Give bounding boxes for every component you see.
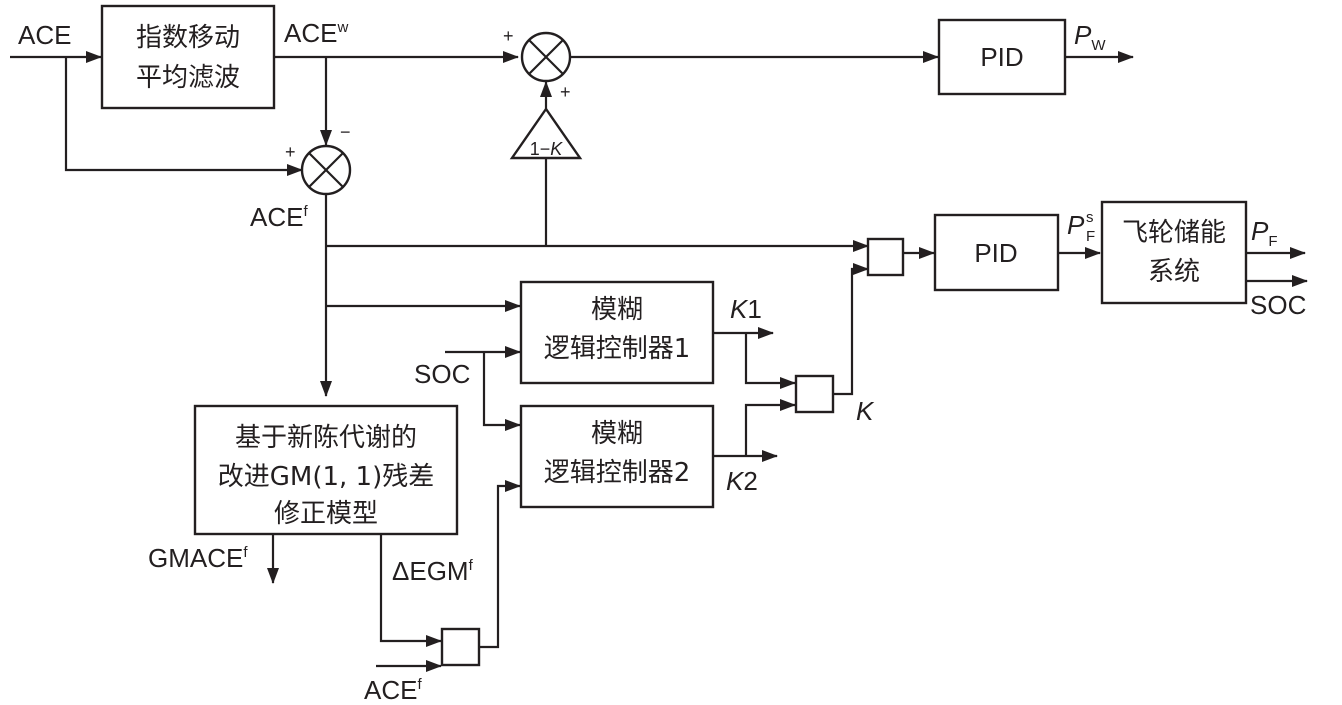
ace-w-label: ACEw [284, 18, 348, 48]
k-to-multiplier-line [833, 263, 869, 396]
divider-block [440, 627, 481, 667]
junction2-left-plus-sign: + [503, 26, 514, 46]
gain-label: 1−K [530, 139, 564, 159]
delta-egm-f-label: ΔEGMf [392, 556, 474, 586]
fuzzy2-label-2: 逻辑控制器2 [544, 458, 691, 488]
fuzzy2-label-1: 模糊 [591, 419, 643, 449]
pw-label: PW [1074, 20, 1106, 54]
delta-egm-line [379, 534, 442, 647]
k2-label: K2 [726, 466, 758, 496]
gm-label-2: 改进GM(1, 1)残差 [218, 462, 434, 492]
pid-wind-label: PID [980, 42, 1023, 72]
gm-label-1: 基于新陈代谢的 [235, 423, 417, 453]
sum-junction-1 [300, 144, 352, 196]
ace-f-label: ACEf [250, 202, 308, 232]
fuzzy-controller-2-block [519, 404, 715, 509]
soc-output-label: SOC [1250, 290, 1306, 320]
k1-label: K1 [730, 294, 762, 324]
junction1-minus-sign: − [340, 122, 351, 142]
fuzzy1-label-1: 模糊 [591, 295, 643, 325]
fuzzy1-label-2: 逻辑控制器1 [544, 334, 691, 364]
flywheel-label-1: 飞轮储能 [1122, 218, 1226, 248]
k2-to-selector-line [744, 399, 796, 456]
soc-to-fuzzy2-line [482, 352, 521, 431]
ace-input-label: ACE [18, 20, 71, 50]
ema-filter-label-2: 平均滤波 [136, 63, 240, 93]
divider-to-fuzzy2-line [479, 480, 521, 649]
ace-to-junction1-line [64, 57, 303, 176]
gmace-f-label: GMACEf [148, 543, 248, 573]
junction1-plus-sign: + [285, 142, 296, 162]
gm-label-3: 修正模型 [274, 499, 378, 529]
pid-flywheel-label: PID [974, 238, 1017, 268]
soc-input-label: SOC [414, 359, 470, 389]
ema-filter-label-1: 指数移动 [136, 23, 240, 53]
gain-1-minus-k [509, 106, 583, 160]
flywheel-label-2: 系统 [1148, 257, 1200, 287]
selector-block [794, 374, 835, 414]
pid-flywheel-block [933, 213, 1060, 292]
ace-f-bottom-label: ACEf [364, 675, 422, 705]
sum-junction-2 [520, 31, 572, 83]
k-label: K [856, 396, 875, 426]
flywheel-system-block [1100, 200, 1248, 305]
junction2-bottom-plus-sign: + [560, 82, 571, 102]
k1-index: 1 [747, 294, 761, 324]
gm-model-block [193, 404, 459, 536]
multiplier-block [866, 237, 905, 277]
fuzzy-controller-1-block [519, 280, 715, 385]
k1-to-selector-line [744, 333, 796, 389]
pf-label: PF [1251, 216, 1278, 250]
